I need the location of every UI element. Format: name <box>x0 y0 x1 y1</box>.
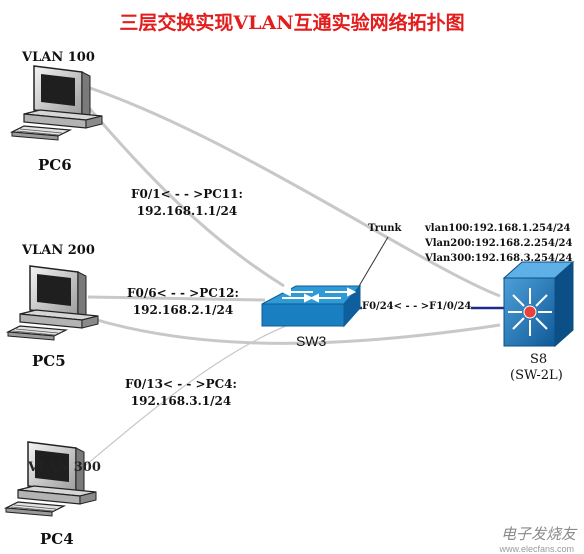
link-port-pc4: F0/13< - - >PC4: <box>125 377 237 391</box>
cable-pc4-switch <box>79 321 297 471</box>
link-ip-pc4: 192.168.3.1/24 <box>130 394 232 408</box>
core-interface-2: Vlan200:192.168.2.254/24 <box>425 238 573 249</box>
pc-label-pc4: PC4 <box>40 530 74 548</box>
vlan-label-pc5: VLAN 200 <box>22 243 95 258</box>
watermark-logo: 电子发烧友 <box>500 526 576 543</box>
diagram-title: 三层交换实现VLAN互通实验网络拓扑图 <box>119 12 465 34</box>
link-ip-pc5: 192.168.2.1/24 <box>132 303 234 317</box>
link-label-pc4: F0/13< - - >PC4: 192.168.3.1/24 <box>106 376 256 410</box>
uplink-label: F0/24< - - >F1/0/24 <box>362 301 472 312</box>
switch-name: SW3 <box>296 333 327 349</box>
pc5-icon <box>7 265 99 341</box>
watermark-url: www.elecfans.com <box>499 544 574 554</box>
switch-icon <box>261 284 362 328</box>
pc-label-pc5: PC5 <box>32 352 66 370</box>
cable-pc6-core <box>89 86 501 298</box>
link-port-pc5: F0/6< - - >PC12: <box>127 286 239 300</box>
link-label-pc6: F0/1< - - >PC11: 192.168.1.1/24 <box>112 186 262 220</box>
vlan-label-pc6: VLAN 100 <box>22 50 95 65</box>
core-model: (SW-2L) <box>510 368 563 383</box>
core-interface-3: Vlan300:192.168.3.254/24 <box>425 253 573 264</box>
cable-pc5-core <box>89 316 501 345</box>
pc4-icon <box>5 441 97 517</box>
core-interface-1: vlan100:192.168.1.254/24 <box>425 223 571 234</box>
cable-pc5-switch <box>87 295 266 302</box>
core-switch-icon <box>502 260 575 348</box>
link-port-pc6: F0/1< - - >PC11: <box>131 187 243 201</box>
link-ip-pc6: 192.168.1.1/24 <box>136 204 238 218</box>
pc6-icon <box>11 65 103 141</box>
pc-label-pc6: PC6 <box>38 156 72 174</box>
trunk-label: Trunk <box>368 223 402 234</box>
link-label-pc5: F0/6< - - >PC12: 192.168.2.1/24 <box>108 285 258 319</box>
core-name: S8 <box>530 352 548 367</box>
vlan-label-pc4: VLAN 300 <box>28 460 101 475</box>
cable-pc6-switch <box>76 94 285 288</box>
